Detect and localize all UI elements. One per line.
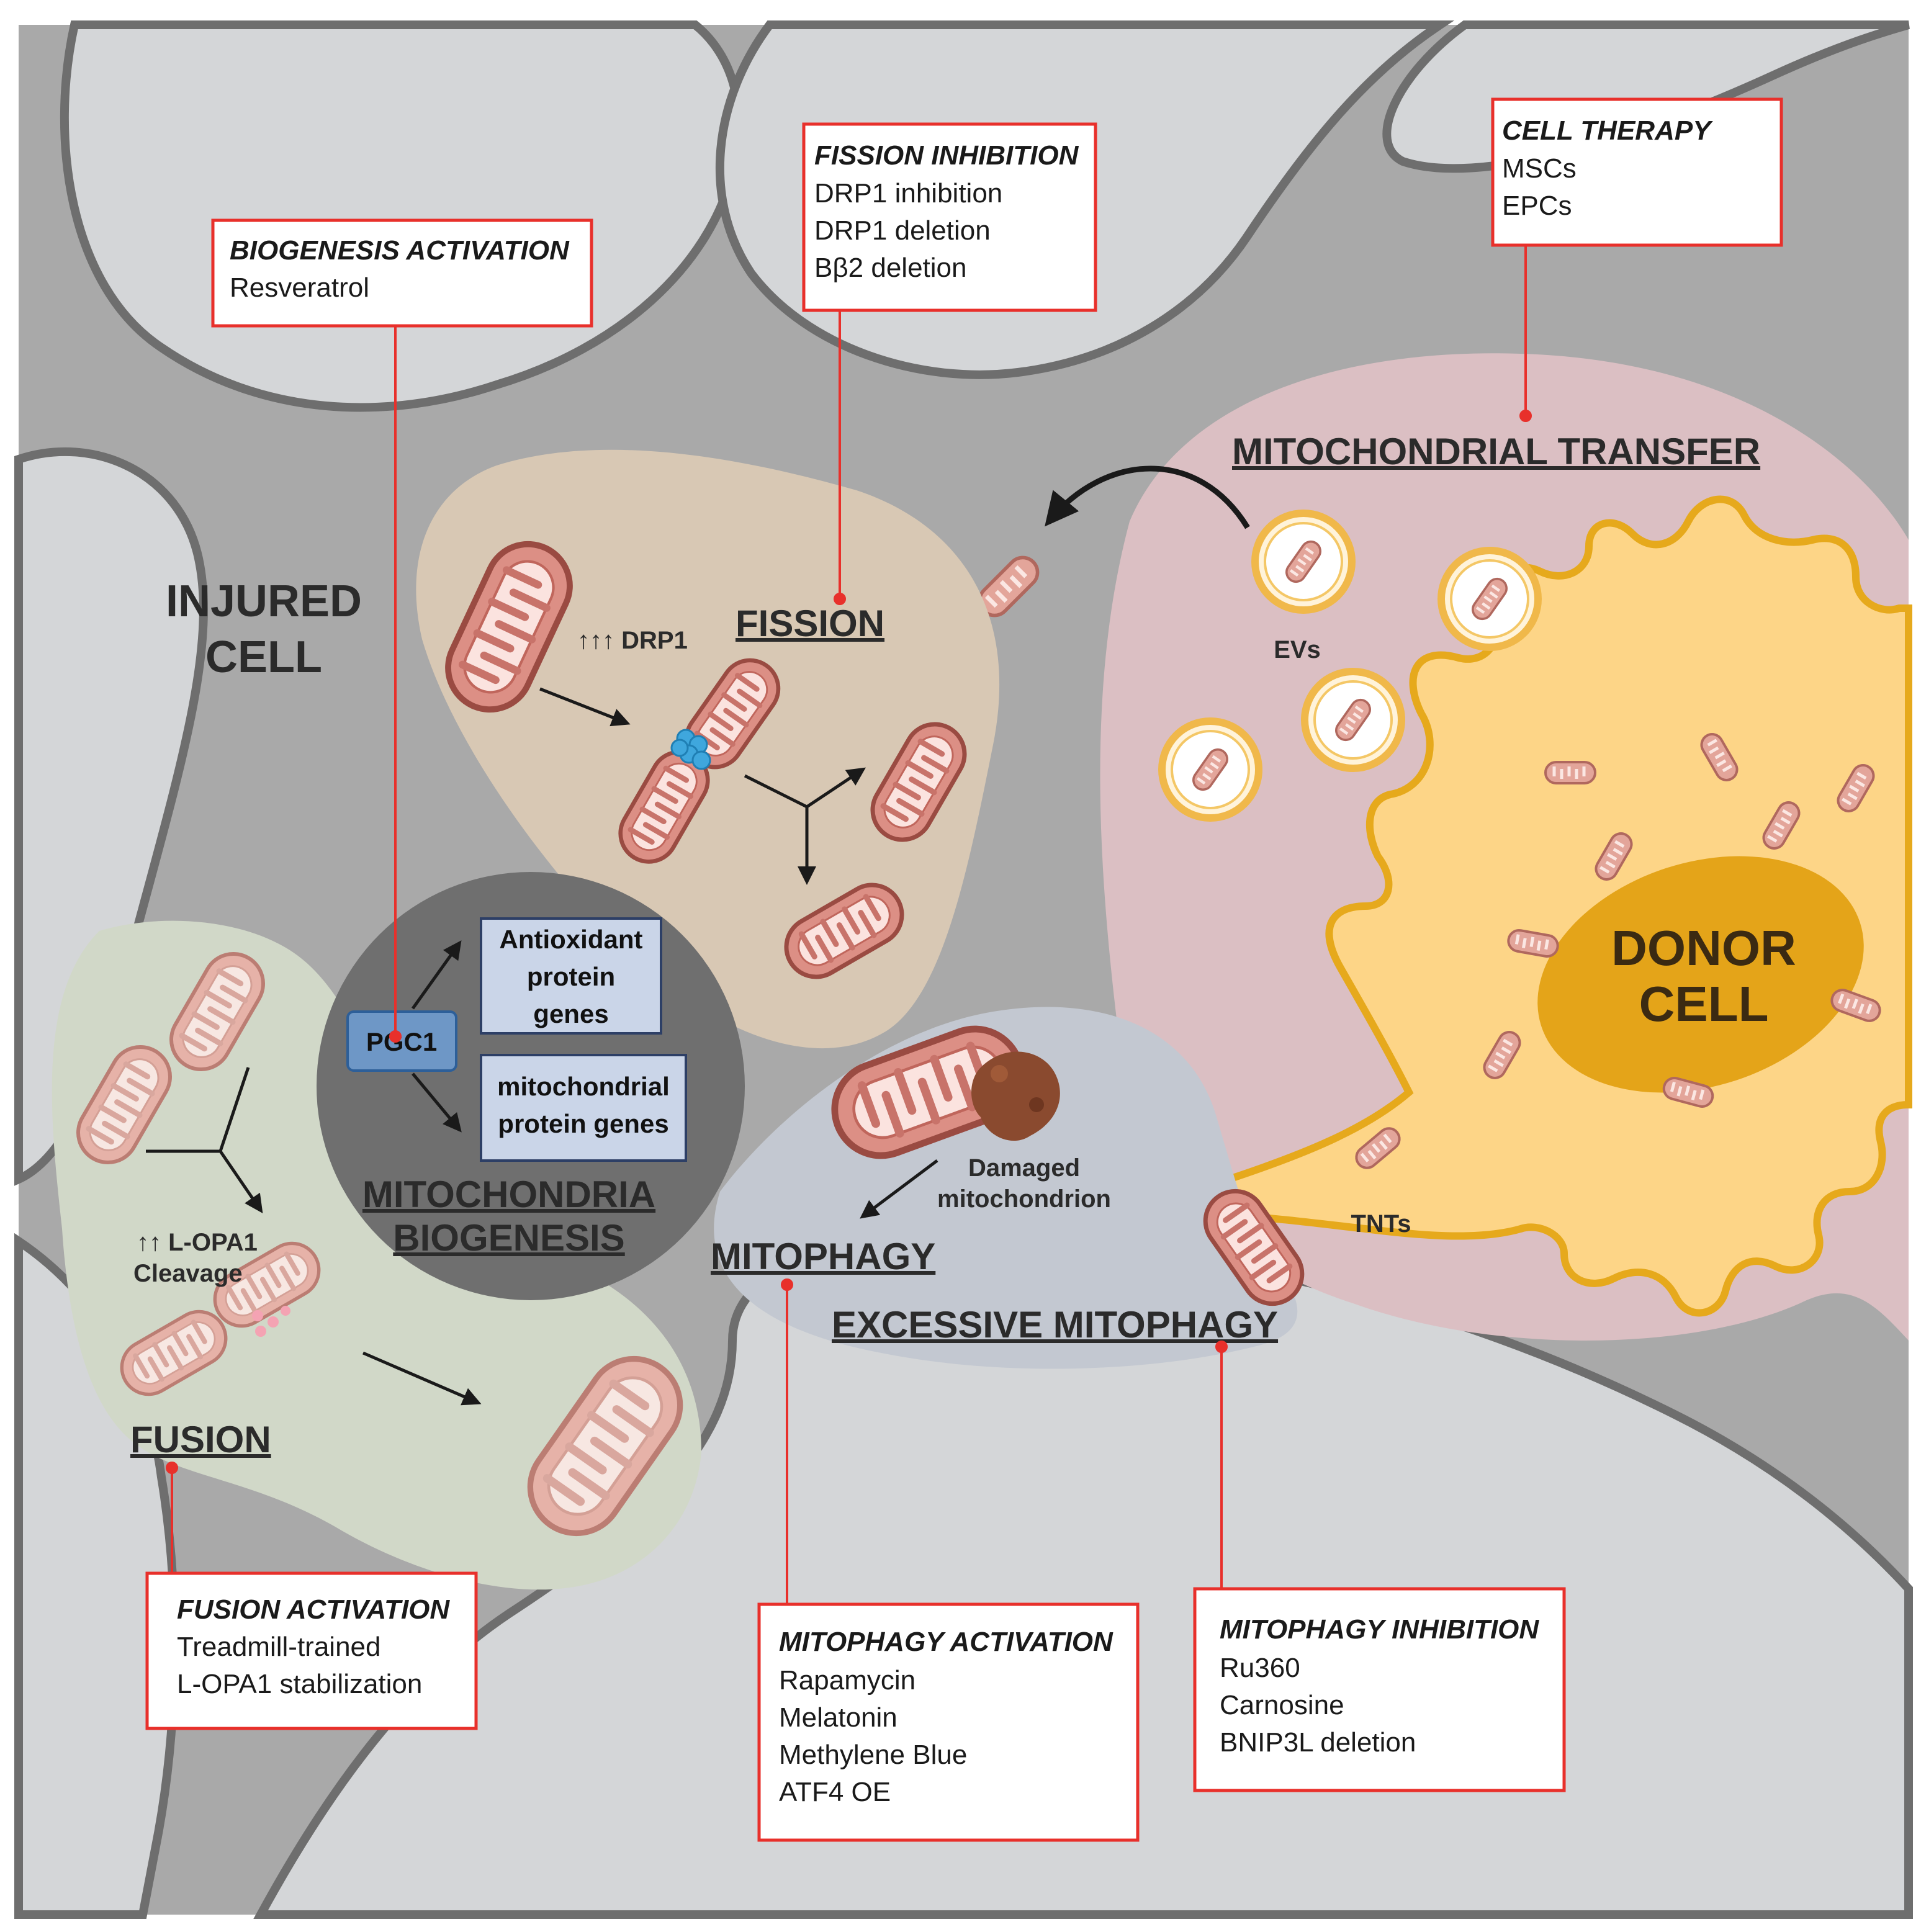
callout-mitophagy-inhibition: MITOPHAGY INHIBITION Ru360 Carnosine BNI… xyxy=(1193,1587,1566,1792)
pgc1-label: PGC1 xyxy=(366,1027,437,1056)
callout-item: MSCs xyxy=(1502,153,1577,184)
callout-title: BIOGENESIS ACTIVATION xyxy=(230,235,570,266)
fission-label: FISSION xyxy=(736,603,884,644)
drp1-label: ↑↑↑ DRP1 xyxy=(577,627,688,654)
callout-item: Methylene Blue xyxy=(779,1740,967,1770)
fusion-zone xyxy=(52,920,702,1590)
callout-item: ATF4 OE xyxy=(779,1777,891,1807)
callout-fusion-activation: FUSION ACTIVATION Treadmill-trained L-OP… xyxy=(145,1571,478,1730)
callout-item: Bβ2 deletion xyxy=(814,253,966,283)
mito-genes-line1: mitochondrial xyxy=(497,1072,670,1101)
callout-item: Melatonin xyxy=(779,1702,898,1733)
donor-cell xyxy=(1225,495,1912,1317)
biogenesis-label-line1: MITOCHONDRIA xyxy=(362,1174,655,1215)
damaged-label-line2: mitochondrion xyxy=(937,1185,1111,1213)
callout-title: MITOPHAGY ACTIVATION xyxy=(779,1627,1113,1657)
mitochondrial-transfer-label: MITOCHONDRIAL TRANSFER xyxy=(1232,431,1760,472)
callout-item: BNIP3L deletion xyxy=(1220,1727,1416,1758)
callout-title: FUSION ACTIVATION xyxy=(177,1594,450,1625)
antioxidant-line1: Antioxidant xyxy=(500,925,643,954)
mito-genes-line2: protein genes xyxy=(498,1109,668,1138)
callout-item: DRP1 inhibition xyxy=(814,178,1002,209)
pgc1-box xyxy=(346,1010,457,1072)
antioxidant-line3: genes xyxy=(533,999,608,1028)
fusion-arrows xyxy=(146,1067,482,1406)
callout-title: MITOPHAGY INHIBITION xyxy=(1220,1614,1539,1645)
tnts-label: TNTs xyxy=(1351,1210,1411,1238)
biogenesis-label-line2: BIOGENESIS xyxy=(393,1217,624,1259)
donor-cell-label-line1: DONOR xyxy=(1611,920,1796,976)
donor-cell-label-line2: CELL xyxy=(1639,976,1769,1031)
callout-item: Treadmill-trained xyxy=(177,1632,380,1662)
excessive-mitophagy-label: EXCESSIVE MITOPHAGY xyxy=(832,1304,1278,1346)
donor-nucleus xyxy=(1537,856,1864,1093)
callout-item: Resveratrol xyxy=(230,272,369,303)
antioxidant-box xyxy=(480,917,662,1035)
callout-title: CELL THERAPY xyxy=(1502,115,1713,146)
fusion-label: FUSION xyxy=(130,1419,271,1460)
callout-title: FISSION INHIBITION xyxy=(814,140,1079,171)
injured-cell-label-line2: CELL xyxy=(205,632,322,682)
callout-item: EPCs xyxy=(1502,191,1572,221)
callout-connectors xyxy=(166,245,1532,1604)
callout-item: Ru360 xyxy=(1220,1653,1300,1683)
evs-label: EVs xyxy=(1274,636,1321,663)
callout-item: DRP1 deletion xyxy=(814,215,991,246)
antioxidant-line2: protein xyxy=(527,962,615,991)
damage-patch xyxy=(971,1051,1060,1141)
callout-item: Rapamycin xyxy=(779,1665,916,1696)
callout-fission-inhibition: FISSION INHIBITION DRP1 inhibition DRP1 … xyxy=(802,122,1097,312)
injured-cell-label-line1: INJURED xyxy=(166,577,362,626)
extracellular-vesicles xyxy=(1158,510,1542,822)
mitophagy-arrow xyxy=(860,1159,938,1219)
opa1-dots xyxy=(252,1306,290,1337)
fission-arrows xyxy=(539,687,866,885)
lopa1-label-line2: Cleavage xyxy=(133,1260,243,1287)
callout-biogenesis-activation: BIOGENESIS ACTIVATION Resveratrol xyxy=(211,218,593,328)
drp1-ring xyxy=(670,729,711,770)
mitophagy-label: MITOPHAGY xyxy=(711,1236,935,1277)
callout-cell-therapy: CELL THERAPY MSCs EPCs xyxy=(1491,97,1783,247)
mito-genes-box xyxy=(480,1054,687,1162)
callout-item: Carnosine xyxy=(1220,1690,1344,1720)
lopa1-label-line1: ↑↑ L-OPA1 xyxy=(137,1229,258,1256)
callout-item: L-OPA1 stabilization xyxy=(177,1669,422,1699)
callout-mitophagy-activation: MITOPHAGY ACTIVATION Rapamycin Melatonin… xyxy=(757,1602,1140,1842)
biogenesis-arrows xyxy=(411,940,462,1133)
damaged-label-line1: Damaged xyxy=(968,1154,1080,1182)
transfer-arrow xyxy=(1045,465,1250,529)
